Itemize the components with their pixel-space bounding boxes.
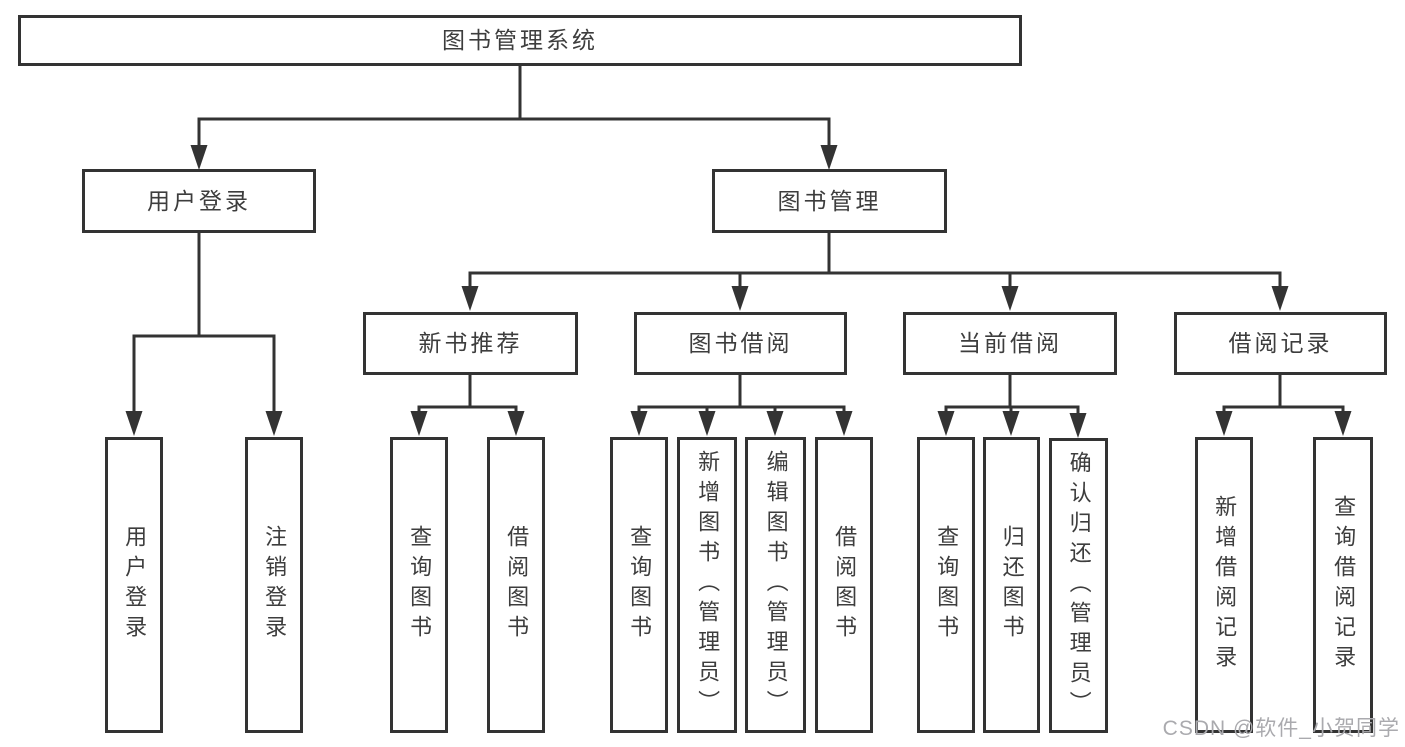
- node-book-borrowing: 图书借阅: [634, 312, 847, 375]
- arrow-down-icon: [1002, 411, 1020, 436]
- node-label: 查询图书: [627, 525, 653, 645]
- node-label: 新增图书（管理员）: [695, 450, 721, 720]
- arrow-down-icon: [190, 145, 208, 170]
- arrow-down-icon: [766, 411, 784, 436]
- leaf-confirm-return-admin: 确认归还（管理员）: [1049, 438, 1108, 733]
- leaf-add-book-admin: 新增图书（管理员）: [677, 437, 737, 733]
- connector-line: [132, 334, 276, 413]
- leaf-logout: 注销登录: [245, 437, 303, 733]
- leaf-borrow-books-borrowing: 借阅图书: [815, 437, 873, 733]
- connector-line: [637, 405, 846, 413]
- node-label: 当前借阅: [958, 330, 1062, 356]
- arrow-down-icon: [1334, 411, 1352, 436]
- arrow-down-icon: [461, 286, 479, 311]
- connector-line: [468, 271, 1282, 289]
- arrow-down-icon: [410, 411, 428, 436]
- arrow-down-icon: [1001, 286, 1019, 311]
- node-label: 新书推荐: [418, 330, 523, 356]
- leaf-user-login: 用户登录: [105, 437, 163, 733]
- node-label: 图书管理系统: [442, 27, 598, 53]
- node-borrowing-records: 借阅记录: [1174, 312, 1387, 375]
- arrow-down-icon: [1215, 411, 1233, 436]
- node-book-management: 图书管理: [712, 169, 947, 233]
- arrow-down-icon: [731, 286, 749, 311]
- node-label: 图书借阅: [688, 330, 793, 356]
- node-user-login: 用户登录: [82, 169, 316, 233]
- leaf-query-books-current: 查询图书: [917, 437, 975, 733]
- node-label: 注销登录: [262, 525, 288, 645]
- node-label: 图书管理: [777, 187, 882, 214]
- node-label: 编辑图书（管理员）: [763, 450, 789, 720]
- node-label: 借阅图书: [832, 525, 858, 645]
- leaf-edit-book-admin: 编辑图书（管理员）: [745, 437, 806, 733]
- connector-line: [197, 117, 831, 147]
- node-label: 新增借阅记录: [1212, 495, 1238, 675]
- leaf-return-book: 归还图书: [983, 437, 1040, 733]
- node-new-book-recommend: 新书推荐: [363, 312, 578, 375]
- arrow-down-icon: [820, 145, 838, 170]
- node-label: 归还图书: [999, 525, 1025, 645]
- arrow-down-icon: [1069, 413, 1087, 438]
- connector-line: [944, 405, 1080, 413]
- node-label: 借阅记录: [1228, 330, 1333, 356]
- node-label: 确认归还（管理员）: [1066, 450, 1092, 721]
- arrow-down-icon: [937, 411, 955, 436]
- watermark-text: CSDN @软件_小贺同学: [1162, 717, 1400, 740]
- node-label: 借阅图书: [504, 525, 530, 645]
- arrow-down-icon: [507, 411, 525, 436]
- leaf-borrow-books-recommend: 借阅图书: [487, 437, 545, 733]
- leaf-query-books-borrowing: 查询图书: [610, 437, 668, 733]
- node-library-management-system: 图书管理系统: [18, 15, 1022, 66]
- connector-line: [1222, 405, 1345, 413]
- arrow-down-icon: [265, 411, 283, 436]
- node-current-borrowing: 当前借阅: [903, 312, 1117, 375]
- arrow-down-icon: [630, 411, 648, 436]
- arrow-down-icon: [835, 411, 853, 436]
- node-label: 查询借阅记录: [1331, 495, 1357, 675]
- node-label: 查询图书: [407, 525, 433, 645]
- arrow-down-icon: [125, 411, 143, 436]
- arrow-down-icon: [698, 411, 716, 436]
- node-label: 用户登录: [147, 187, 251, 214]
- node-label: 查询图书: [934, 525, 960, 645]
- connector-line: [417, 405, 518, 413]
- leaf-query-borrow-record: 查询借阅记录: [1313, 437, 1373, 733]
- node-label: 用户登录: [122, 525, 148, 645]
- arrow-down-icon: [1271, 286, 1289, 311]
- leaf-add-borrow-record: 新增借阅记录: [1195, 437, 1253, 733]
- leaf-query-books-recommend: 查询图书: [390, 437, 448, 733]
